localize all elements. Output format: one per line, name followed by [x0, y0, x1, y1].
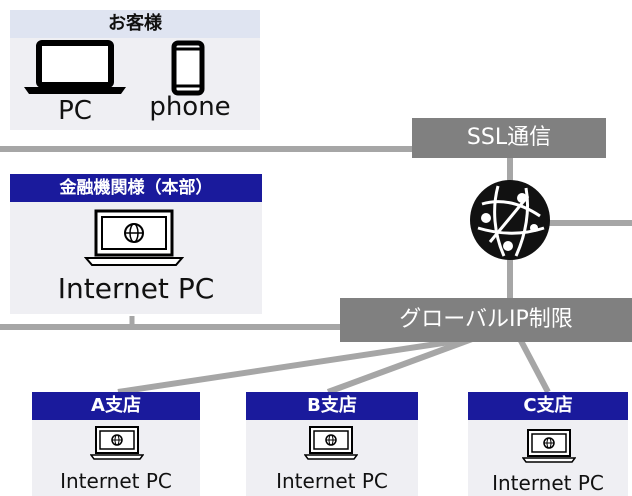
ip-restriction-label: グローバルIP制限 — [340, 298, 632, 342]
globe-network-icon — [470, 180, 550, 260]
ssl-label: SSL通信 — [412, 118, 606, 158]
branch-b-pc-label: Internet PC — [276, 469, 388, 493]
laptop-globe-icon — [90, 426, 144, 460]
branch-c-header: C支店 — [468, 392, 628, 420]
customer-phone-label: phone — [149, 92, 231, 122]
smartphone-icon — [171, 40, 205, 96]
branch-a-line — [117, 336, 471, 395]
branch-a-header: A支店 — [32, 392, 200, 420]
laptop-globe-icon — [304, 426, 358, 460]
laptop-globe-icon — [522, 429, 576, 463]
branch-b-line — [326, 336, 474, 395]
hq-pc-label: Internet PC — [57, 272, 215, 305]
branch-a-pc-label: Internet PC — [60, 469, 172, 493]
branch-c-line — [517, 337, 551, 394]
customer-header: お客様 — [10, 10, 260, 38]
customer-pc-label: PC — [58, 96, 92, 126]
laptop-icon — [24, 40, 126, 94]
laptop-globe-icon — [84, 209, 184, 266]
branch-b-header: B支店 — [246, 392, 418, 420]
hq-header: 金融機関様（本部） — [10, 174, 262, 202]
branch-c-pc-label: Internet PC — [492, 471, 604, 495]
